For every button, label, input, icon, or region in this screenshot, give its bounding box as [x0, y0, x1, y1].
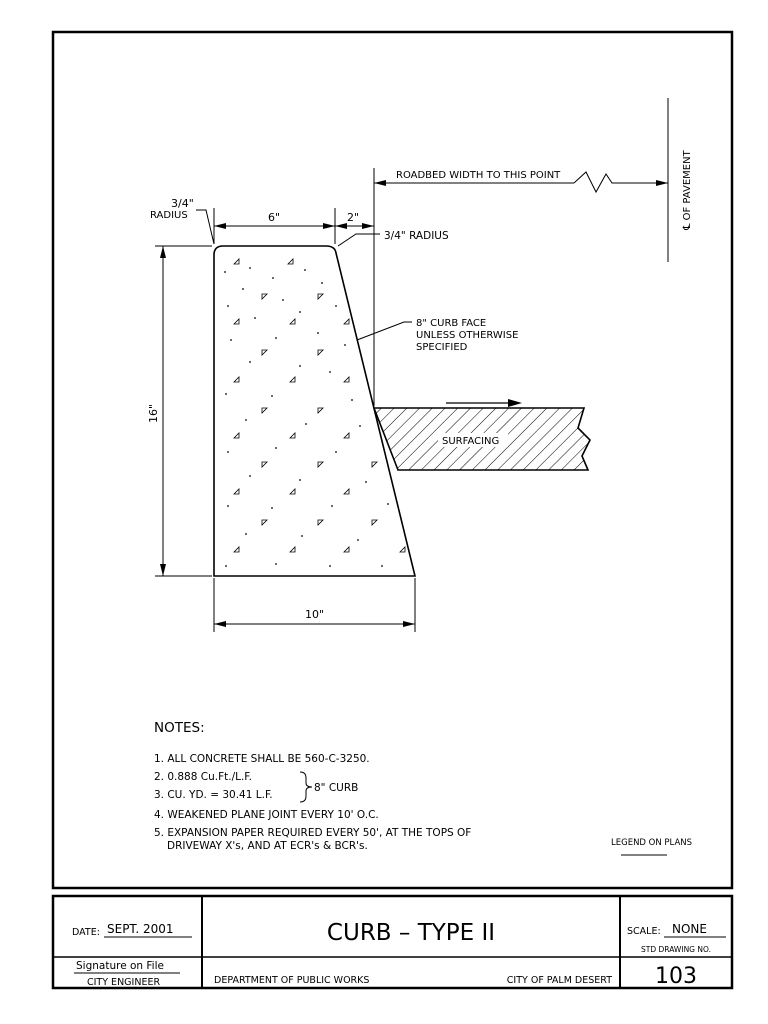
curb-section — [213, 245, 417, 577]
drawing-title: CURB – TYPE II — [327, 920, 495, 946]
note-4: 4. WEAKENED PLANE JOINT EVERY 10' O.C. — [154, 809, 379, 821]
note-2: 2. 0.888 Cu.Ft./L.F. — [154, 771, 252, 783]
date-value: SEPT. 2001 — [107, 922, 174, 936]
flow-arrow-head — [508, 399, 522, 407]
dim-16-label: 16" — [147, 404, 160, 423]
note-1: 1. ALL CONCRETE SHALL BE 560-C-3250. — [154, 753, 370, 765]
department-label: DEPARTMENT OF PUBLIC WORKS — [214, 975, 369, 986]
dim-10-label: 10" — [305, 608, 324, 621]
sheet-border — [51, 30, 734, 890]
dim-2-arrow-right — [362, 223, 374, 229]
roadbed-break-line — [573, 171, 668, 194]
radius-left-leader — [196, 209, 215, 245]
roadbed-label: ROADBED WIDTH TO THIS POINT — [396, 170, 561, 181]
curb-face-label-2: UNLESS OTHERWISE — [416, 330, 518, 341]
dim-10-arrow-left — [214, 621, 226, 627]
dim-2-arrow-left — [335, 223, 347, 229]
dim-16-arrow-top — [160, 246, 166, 258]
drawing-no: 103 — [655, 964, 697, 989]
note-5: 5. EXPANSION PAPER REQUIRED EVERY 50', A… — [154, 827, 471, 839]
roadbed-arrow-right — [656, 180, 668, 186]
surfacing-label-bg — [438, 433, 508, 447]
dim-2-label: 2" — [347, 211, 359, 224]
drawing-no-label: STD DRAWING NO. — [641, 945, 711, 954]
notes-heading: NOTES: — [154, 720, 205, 736]
radius-left-word-label: RADIUS — [150, 210, 188, 221]
dim-6-arrow-right — [323, 223, 335, 229]
date-label: DATE: — [72, 927, 100, 938]
roadbed-arrow-left — [374, 180, 386, 186]
note-3: 3. CU. YD. = 30.41 L.F. — [154, 789, 273, 801]
dim-16-arrow-bottom — [160, 564, 166, 576]
scale-label: SCALE: — [627, 926, 661, 937]
radius-right-label: 3/4" RADIUS — [384, 230, 449, 242]
radius-right-leader — [337, 233, 380, 247]
city-label: CITY OF PALM DESERT — [507, 975, 612, 986]
dim-6-label: 6" — [268, 211, 280, 224]
note-5-cont: DRIVEWAY X's, AND AT ECR's & BCR's. — [167, 840, 368, 852]
surfacing-label: SURFACING — [442, 436, 499, 447]
radius-left-num-label: 3/4" — [171, 197, 194, 210]
notes-brace — [299, 771, 313, 803]
curb-face-label-1: 8" CURB FACE — [416, 318, 486, 329]
title-block-border — [51, 894, 734, 990]
dim-6-arrow-left — [214, 223, 226, 229]
concrete-stipple — [224, 258, 406, 567]
legend-label: LEGEND ON PLANS — [611, 838, 692, 848]
curb-face-label-3: SPECIFIED — [416, 342, 468, 353]
brace-label: 8" CURB — [314, 782, 358, 794]
scale-value: NONE — [672, 922, 707, 936]
engineer-label: CITY ENGINEER — [87, 977, 160, 988]
dim-10-arrow-right — [403, 621, 415, 627]
curb-face-leader — [356, 321, 412, 341]
signature-label: Signature on File — [76, 960, 164, 972]
centerline-label: ℄ OF PAVEMENT — [682, 149, 693, 231]
